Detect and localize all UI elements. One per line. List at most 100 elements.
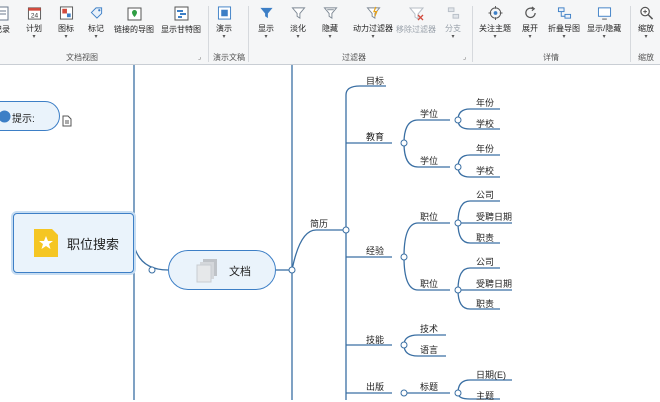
zoom-button[interactable]: 缩放 ▾: [638, 6, 654, 40]
expand-button[interactable]: 展开 ▾: [522, 6, 538, 40]
hint-topic[interactable]: 提示:: [0, 101, 60, 131]
hide-filter-label: 隐藏: [322, 24, 338, 33]
note-icon[interactable]: [62, 115, 72, 127]
chevron-down-icon: ▾: [644, 34, 648, 40]
dialog-launcher-icon[interactable]: ⌟: [198, 54, 202, 61]
remove-filter-button[interactable]: 移除过滤器: [396, 6, 436, 40]
document-topic-label: 文档: [229, 266, 251, 278]
gantt-label: 显示甘特图: [161, 25, 201, 34]
topic-title[interactable]: 标题: [420, 382, 439, 392]
icon-library-icon: [59, 6, 73, 20]
show-hide-icon: [597, 7, 611, 20]
filter-icon: [259, 7, 273, 19]
presentation-label: 演示: [216, 24, 232, 33]
topic-school[interactable]: 学校: [476, 119, 495, 129]
collapse-map-button[interactable]: 折叠导图 ▾: [548, 6, 580, 40]
connector-lines: [133, 65, 512, 400]
zoom-group-label: 缩放: [638, 53, 654, 62]
record-button[interactable]: 记录: [0, 6, 10, 40]
mind-map-canvas[interactable]: 提示: 职位搜索 文档 简历 目标 教育 学位 年份 学校 学位 年份 学校 经…: [0, 65, 660, 401]
svg-text:24: 24: [30, 13, 38, 20]
star-document-icon: [34, 229, 58, 257]
focus-topic-label: 关注主题: [479, 24, 511, 33]
focus-topic-button[interactable]: 关注主题 ▾: [479, 6, 511, 40]
chevron-down-icon: ▾: [264, 34, 268, 40]
chevron-down-icon: ▾: [64, 34, 68, 40]
central-topic-label: 职位搜索: [67, 237, 120, 252]
schedule-button[interactable]: 24 计划 ▾: [26, 6, 42, 40]
map-pin-icon: [127, 7, 141, 21]
icon-label: 图标: [58, 24, 74, 33]
topic-subject[interactable]: 主题: [476, 391, 495, 401]
detail-group-label: 详情: [543, 53, 559, 62]
tag-icon: [90, 7, 102, 19]
fade-filter-label: 淡化: [290, 24, 306, 33]
chevron-down-icon: ▾: [32, 34, 36, 40]
central-topic[interactable]: 职位搜索: [13, 213, 134, 273]
record-label: 记录: [0, 25, 10, 34]
topic-year[interactable]: 年份: [476, 144, 495, 154]
fade-filter-button[interactable]: 淡化 ▾: [290, 6, 306, 40]
expand-refresh-icon: [524, 6, 536, 19]
group-separator: [208, 6, 209, 62]
presentation-icon: [217, 6, 231, 20]
gantt-button[interactable]: 显示甘特图: [161, 6, 201, 40]
topic-education[interactable]: 教育: [366, 132, 385, 142]
topic-company[interactable]: 公司: [476, 257, 495, 267]
topic-degree[interactable]: 学位: [420, 109, 439, 119]
chevron-down-icon: ▾: [222, 34, 226, 40]
branch-icon: [447, 7, 459, 19]
branch-label: 分支: [445, 24, 461, 33]
topic-experience[interactable]: 经验: [366, 246, 385, 256]
icon-button[interactable]: 图标 ▾: [58, 6, 74, 40]
topic-year[interactable]: 年份: [476, 98, 495, 108]
topic-hire-date[interactable]: 受聘日期: [476, 279, 513, 289]
topic-date[interactable]: 日期(E): [476, 370, 506, 380]
topic-position[interactable]: 职位: [420, 212, 439, 222]
chevron-down-icon: ▾: [493, 34, 497, 40]
expand-label: 展开: [522, 24, 538, 33]
linked-map-button[interactable]: 链接的导图: [114, 6, 154, 40]
topic-hire-date[interactable]: 受聘日期: [476, 212, 513, 222]
chevron-down-icon: ▾: [602, 34, 606, 40]
chevron-down-icon: ▾: [328, 34, 332, 40]
show-filter-button[interactable]: 显示 ▾: [258, 6, 274, 40]
doc-view-group-label: 文档视图: [66, 53, 98, 62]
chevron-down-icon: ▾: [528, 34, 532, 40]
remove-filter-label: 移除过滤器: [396, 25, 436, 34]
ribbon-toolbar: 记录 24 计划 ▾ 图标 ▾ 标记 ▾ 链接的导图 显示甘特图 文档视图 ⌟ …: [0, 0, 660, 65]
document-topic[interactable]: 文档: [168, 250, 276, 290]
topic-goal[interactable]: 目标: [366, 76, 385, 86]
topic-duties[interactable]: 职责: [476, 233, 495, 243]
zoom-in-icon: [639, 6, 653, 20]
show-hide-button[interactable]: 显示/隐藏 ▾: [587, 6, 621, 40]
hint-bullet-icon: [0, 110, 11, 123]
collapse-map-label: 折叠导图: [548, 24, 580, 33]
topic-degree[interactable]: 学位: [420, 156, 439, 166]
collapse-map-icon: [557, 7, 571, 19]
topic-duties[interactable]: 职责: [476, 299, 495, 309]
topic-skills[interactable]: 技能: [366, 335, 385, 345]
power-filter-label: 动力过滤器: [353, 24, 393, 33]
topic-position[interactable]: 职位: [420, 279, 439, 289]
topic-resume[interactable]: 简历: [310, 219, 329, 229]
remove-filter-icon: [408, 7, 424, 21]
presentation-button[interactable]: 演示 ▾: [216, 6, 232, 40]
topic-tech[interactable]: 技术: [420, 324, 439, 334]
filter-group-label: 过滤器: [342, 53, 366, 62]
chevron-down-icon: ▾: [94, 34, 98, 40]
topic-language[interactable]: 语言: [420, 345, 439, 355]
dialog-launcher-icon[interactable]: ⌟: [463, 54, 467, 61]
power-filter-icon: [365, 6, 381, 20]
topic-publication[interactable]: 出版: [366, 382, 385, 392]
topic-company[interactable]: 公司: [476, 190, 495, 200]
power-filter-button[interactable]: 动力过滤器 ▾: [353, 6, 393, 40]
group-separator: [248, 6, 249, 62]
branch-button[interactable]: 分支 ▾: [445, 6, 461, 40]
hide-filter-button[interactable]: 隐藏 ▾: [322, 6, 338, 40]
filter-hide-icon: [322, 7, 338, 20]
tag-button[interactable]: 标记 ▾: [88, 6, 104, 40]
chevron-down-icon: ▾: [296, 34, 300, 40]
group-separator: [472, 6, 473, 62]
topic-school[interactable]: 学校: [476, 166, 495, 176]
